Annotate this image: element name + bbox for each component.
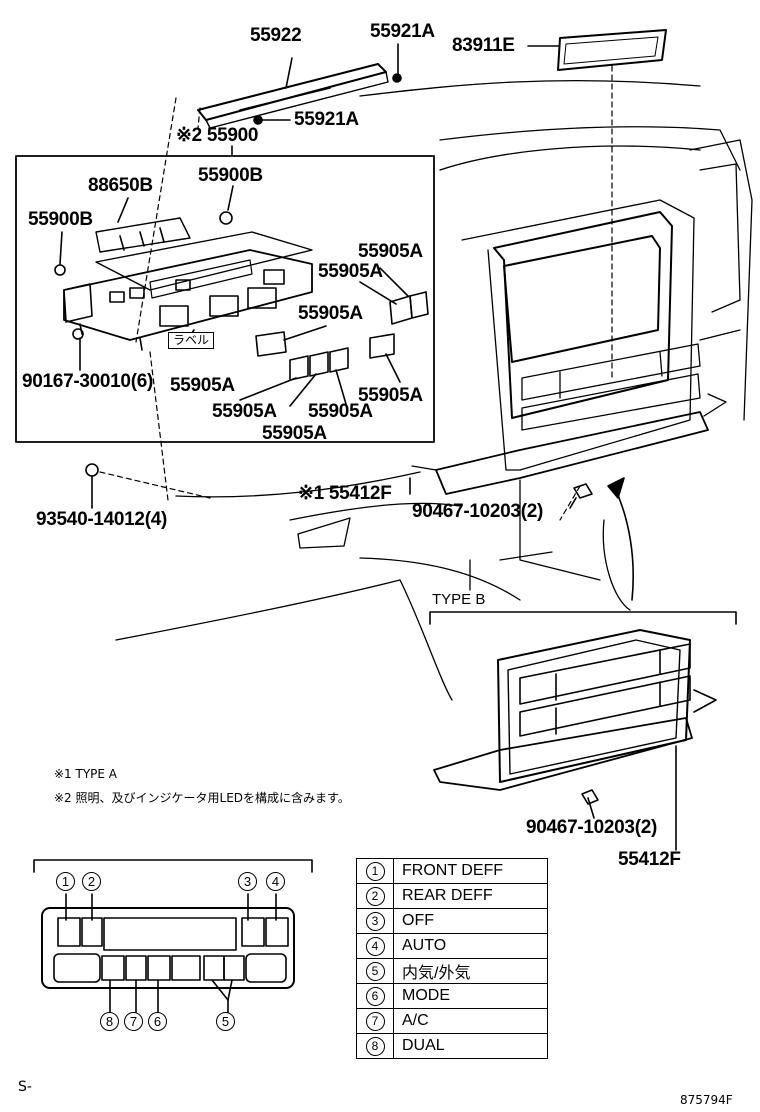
label-90167: 90167-30010(6) (22, 371, 154, 392)
legend-text: OFF (393, 908, 548, 934)
legend-num: 4 (365, 936, 385, 956)
legend-num: 8 (365, 1036, 385, 1056)
panel-type-b (433, 629, 717, 851)
clip-55921A-top (392, 73, 402, 83)
legend-text: REAR DEFF (393, 883, 548, 909)
callout-3: 3 (238, 872, 257, 891)
legend-row: 6 MODE (356, 983, 548, 1009)
label-55905A-1: 55905A (358, 241, 423, 262)
legend-text: FRONT DEFF (393, 858, 548, 884)
legend-num: 2 (365, 886, 385, 906)
plate-83911E (527, 29, 667, 71)
legend-row: 5 内気/外気 (356, 958, 548, 984)
callout-5: 5 (216, 1012, 235, 1031)
legend-row: 4 AUTO (356, 933, 548, 959)
legend-num: 3 (365, 911, 385, 931)
legend-text: A/C (393, 1008, 548, 1034)
label-55905A-2: 55905A (318, 261, 383, 282)
callout-7: 7 (124, 1012, 143, 1031)
label-88650B: 88650B (88, 175, 153, 196)
screw-55900B-right (219, 211, 233, 225)
dashboard-lower-outline (115, 471, 553, 701)
knob-group-55905A (239, 267, 429, 407)
legend-text: 内気/外気 (393, 958, 548, 984)
type-b-label: TYPE B (432, 591, 486, 608)
legend-row: 7 A/C (356, 1008, 548, 1034)
legend-row: 3 OFF (356, 908, 548, 934)
label-55900B-right: 55900B (198, 165, 263, 186)
legend-text: AUTO (393, 933, 548, 959)
legend-num: 6 (365, 986, 385, 1006)
climate-control-unit-88650B (63, 217, 313, 351)
label-55905A-8: 55905A (262, 423, 327, 444)
callout-8: 8 (100, 1012, 119, 1031)
control-panel-detail-box (15, 155, 435, 443)
label-55900B-left: 55900B (28, 209, 93, 230)
legend-num: 5 (365, 961, 385, 981)
switch-legend-table: 1 FRONT DEFF 2 REAR DEFF 3 OFF 4 AUTO 5 内気/外気… (356, 858, 548, 1059)
legend-row: 1 FRONT DEFF (356, 858, 548, 884)
label-55905A-4: 55905A (170, 375, 235, 396)
dashboard-outline (359, 79, 753, 611)
label-83911E: 83911E (452, 35, 515, 56)
legend-text: MODE (393, 983, 548, 1009)
screw-55900B-left (54, 264, 66, 276)
footer-left-mark: S- (18, 1079, 32, 1095)
callout-6: 6 (148, 1012, 167, 1031)
note-type-a: ※1 TYPE A (54, 767, 118, 781)
screw-90167 (72, 328, 84, 340)
trim-strip-55922 (197, 57, 389, 129)
label-tag-jp: ラベル (168, 332, 215, 350)
callout-4: 4 (266, 872, 285, 891)
label-55412F-b: 55412F (618, 849, 681, 870)
label-90467-a: 90467-10203(2) (412, 501, 544, 522)
legend-num: 1 (365, 861, 385, 881)
diagram-id: 875794F (680, 1093, 733, 1107)
switch-panel-face (41, 893, 295, 1013)
note-led: ※2 照明、及びインジケータ用LEDを構成に含みます。 (54, 791, 350, 805)
label-55921A-top: 55921A (370, 21, 435, 42)
label-55905A-7: 55905A (308, 401, 373, 422)
legend-row: 2 REAR DEFF (356, 883, 548, 909)
legend-num: 7 (365, 1011, 385, 1031)
screw-93540 (85, 463, 99, 477)
screw-90467-a (573, 483, 593, 499)
label-93540: 93540-14012(4) (36, 509, 168, 530)
legend-row: 8 DUAL (356, 1033, 548, 1059)
label-55900: ※2 55900 (176, 125, 259, 146)
label-55905A-5: 55905A (358, 385, 423, 406)
callout-2: 2 (82, 872, 101, 891)
callout-1: 1 (56, 872, 75, 891)
label-55921A-mid: 55921A (294, 109, 359, 130)
label-90467-b: 90467-10203(2) (526, 817, 658, 838)
clip-55921A-mid (253, 115, 263, 125)
screw-90467-b (581, 789, 599, 805)
label-55922: 55922 (250, 25, 302, 46)
label-55905A-3: 55905A (298, 303, 363, 324)
label-55905A-6: 55905A (212, 401, 277, 422)
legend-text: DUAL (393, 1033, 548, 1059)
label-55412F-a: ※1 55412F (298, 483, 392, 504)
